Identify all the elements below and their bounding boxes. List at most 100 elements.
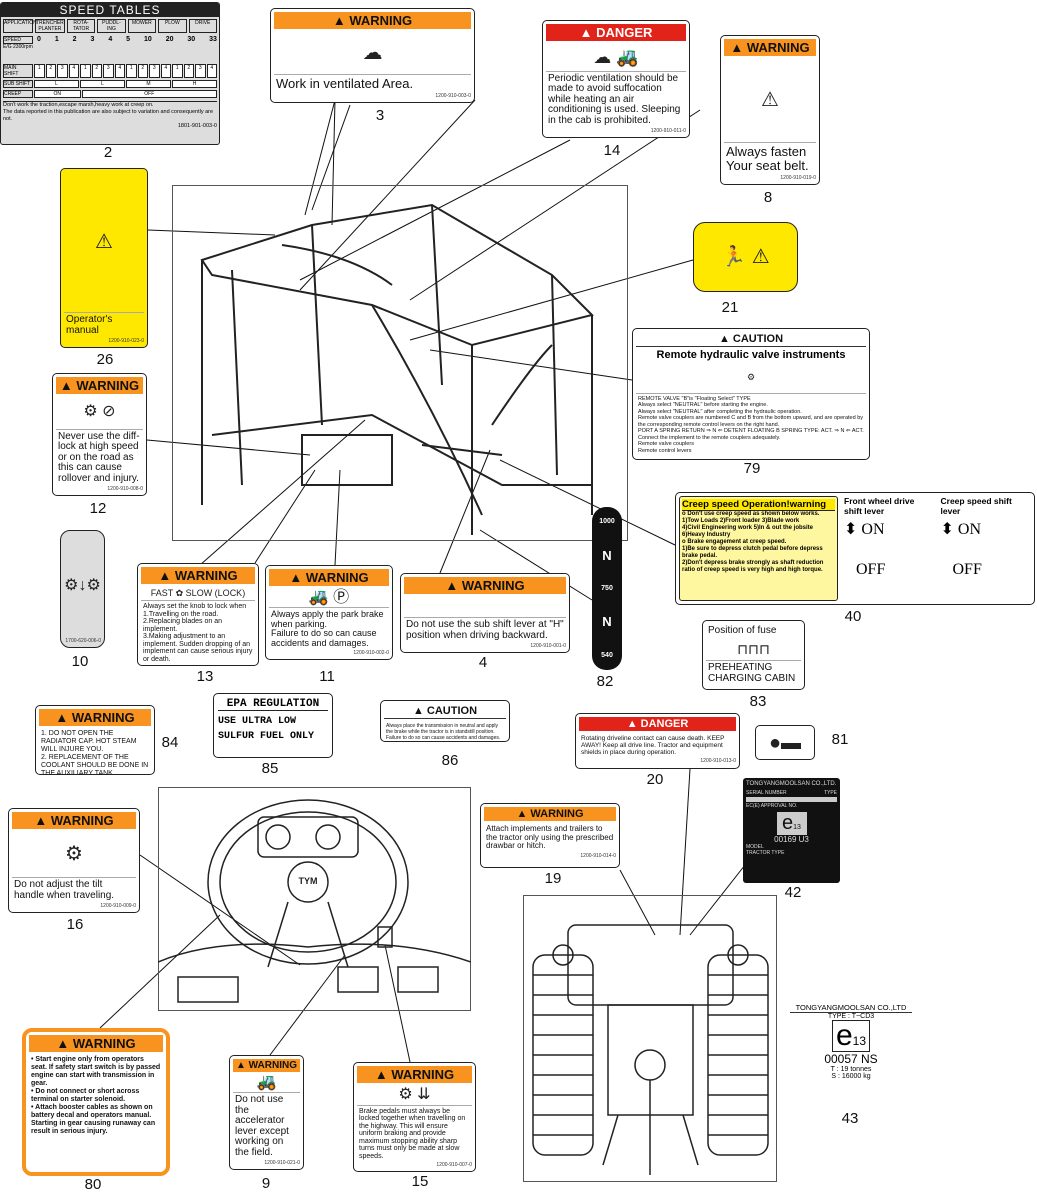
decal-text-line: PORT A SPRING RETURN ⇒ N ⇐ DETENT FLOATI… — [638, 428, 864, 434]
decal-text-line: Always place the transmission in neutral… — [386, 723, 501, 741]
decal-text-line: • Start engine only from operators seat.… — [31, 1056, 161, 1087]
neutral-label: N — [602, 547, 612, 563]
decal-83: Position of fuse⊓⊓⊓PREHEATING CHARGING C… — [702, 620, 805, 690]
decal-15: ▲ WARNING⚙ ⇊Brake pedals must always be … — [353, 1062, 476, 1172]
epa-decal: EPA REGULATION USE ULTRA LOW SULFUR FUEL… — [213, 693, 333, 758]
callout-number-79: 79 — [743, 460, 761, 477]
plate-s: S : 16000 kg — [831, 1073, 871, 1080]
decal-9: ▲ WARNING🚜Do not use the accelerator lev… — [229, 1055, 304, 1170]
warning-triangle-icon: ▲ — [718, 333, 733, 345]
decal-text: Work in ventilated Area. — [274, 75, 471, 93]
decal-text-line: Always set the knob to lock when — [143, 603, 247, 610]
part-code: 1200-910-003-0 — [435, 93, 471, 99]
decal-header: ▲ WARNING — [274, 12, 471, 29]
creep-speed-decal: Creep speed Operation!warning o Don't us… — [675, 492, 1035, 605]
row-label: SPEED — [3, 36, 33, 44]
plate-t: T : 19 tonnes — [830, 1066, 872, 1073]
part-code: 1200-910-001-0 — [530, 643, 566, 649]
warning-triangle-icon: ▲ — [445, 578, 462, 593]
plate-maker: TONGYANGMOOLSAN CO.,LTD. — [746, 781, 837, 787]
application-cell: DRIVE — [188, 19, 217, 33]
decal-header: ▲ DANGER — [579, 717, 736, 731]
decal-text: Never use the diff-lock at high speed or… — [56, 430, 143, 487]
application-cell: MOWER — [127, 19, 157, 33]
decal-text: Periodic ventilation should be made to a… — [546, 72, 686, 129]
part-code: 1200-910-019-0 — [780, 175, 816, 181]
decal-text-line: 2.Replacing blades on an implement. — [143, 618, 223, 633]
callout-number-2: 2 — [103, 144, 113, 161]
decal-text: Always apply the park brake when parking… — [269, 608, 389, 650]
main-shift-cell: 4 — [206, 64, 217, 78]
part-code: 1700-620-006-0 — [65, 638, 101, 644]
decal-header: ▲ WARNING — [404, 577, 566, 594]
decal-text-line: REMOTE VALVE "B"is "Floating Select" TYP… — [638, 395, 751, 402]
leader-line — [269, 954, 346, 1056]
decal-header: ▲ WARNING — [141, 567, 255, 584]
decal-header-text: WARNING — [746, 40, 810, 55]
callout-number-83: 83 — [749, 693, 767, 710]
decal-text-line: Always select "NEUTRAL" before starting … — [638, 402, 768, 408]
front-lever-label: Front wheel drive shift lever — [844, 496, 915, 516]
e-mark: e — [782, 812, 794, 834]
leader-line — [409, 109, 701, 301]
decal-header-text: WARNING — [71, 710, 135, 725]
decal-text: 1. DO NOT OPEN THE RADIATOR CAP. HOT STE… — [39, 728, 151, 774]
decal-21: 🏃 ⚠ — [693, 222, 798, 292]
warning-triangle-icon: ▲ — [626, 718, 641, 730]
part-code: 1200-910-014-0 — [580, 852, 616, 859]
leader-line — [299, 139, 571, 281]
leader-line — [619, 869, 656, 936]
decal-text-line: Always fasten Your seat belt. — [726, 144, 809, 173]
decal-text-line: Always apply the park brake when parking… — [271, 609, 384, 629]
decal-80: ▲ WARNING• Start engine only from operat… — [22, 1028, 170, 1176]
callout-number-15: 15 — [411, 1173, 429, 1190]
callout-number-85: 85 — [261, 760, 279, 777]
application-cell: ROTA-TATOR — [66, 19, 96, 33]
decal-text-line: 1.Travelling on the road. — [143, 610, 219, 618]
part-code: 1200-910-004-0 — [141, 665, 255, 666]
main-shift-cell: 1 — [80, 64, 91, 78]
off-label: OFF — [856, 561, 886, 578]
cab-frame-illustration — [172, 185, 628, 541]
decal-16: ▲ WARNING⚙Do not adjust the tilt handle … — [8, 808, 140, 913]
decal-text: Do not adjust the tilt handle when trave… — [12, 878, 136, 903]
decal-text: PREHEATING CHARGING CABIN — [706, 661, 801, 686]
pictogram-icon: ⚠ — [724, 58, 816, 143]
warning-triangle-icon: ▲ — [34, 813, 51, 828]
creep-text-line: o Brake engagement at creep speed. — [682, 539, 787, 545]
dashboard-illustration — [158, 787, 471, 1011]
main-shift-cell: 2 — [183, 64, 194, 78]
speed-tick: 5 — [126, 36, 131, 43]
creep-text-line: 6)Heavy Industry — [682, 532, 731, 538]
pictogram-icon: 🏃 ⚠ — [721, 246, 770, 268]
decal-header: ▲ WARNING — [484, 807, 616, 821]
pictogram-icon: ☁ — [274, 31, 471, 75]
leader-line — [147, 229, 276, 236]
row-label: CREEP — [3, 90, 33, 98]
part-code: 1200-910-011-0 — [650, 128, 686, 134]
sub-shift-cell: M — [126, 80, 171, 88]
pictogram-icon: 🚜 Ⓟ — [269, 588, 389, 608]
main-shift-cell: 4 — [160, 64, 171, 78]
callout-number-14: 14 — [603, 142, 621, 159]
decal-text-line: Brake pedals must always be locked toget… — [359, 1107, 466, 1160]
callout-number-9: 9 — [261, 1175, 271, 1192]
decal-text-line: Rotating driveline contact can cause dea… — [581, 735, 725, 756]
main-shift-cell: 4 — [114, 64, 125, 78]
tractor-type-label: TRACTOR TYPE — [746, 850, 785, 856]
speed-tick: 1 — [54, 36, 59, 43]
callout-number-43: 43 — [841, 1110, 859, 1127]
speed-tick: 20 — [165, 36, 174, 43]
main-shift-cell: 2 — [91, 64, 102, 78]
leader-line — [689, 864, 746, 936]
callout-number-4: 4 — [478, 654, 488, 671]
decal-header: ▲ WARNING — [724, 39, 816, 56]
callout-number-81: 81 — [831, 731, 849, 748]
decal-text: Attach implements and trailers to the tr… — [484, 823, 616, 853]
